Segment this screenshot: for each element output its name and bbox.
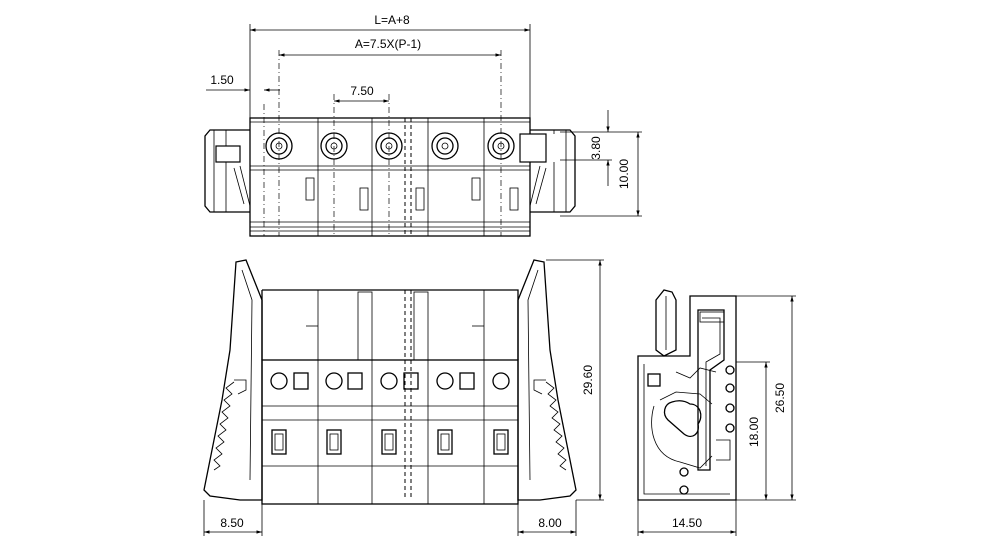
dim-right-flange: 8.00 [538,516,562,530]
side-view: 26.50 18.00 14.50 [637,289,796,536]
dim-side-width: 14.50 [672,516,702,530]
dim-screw-height: 3.80 [589,136,603,160]
dim-front-height: 29.60 [581,365,595,395]
dim-top-height: 10.00 [617,159,631,189]
dim-side-height-total: 26.50 [773,383,787,413]
dim-overall-length: L=A+8 [374,13,410,27]
top-view: L=A+8 A=7.5X(P-1) 1.50 7.50 3.80 10.00 [204,13,642,237]
dim-side-height-inner: 18.00 [747,417,761,447]
dim-end-offset: 1.50 [210,73,234,87]
screw-4 [431,132,459,160]
dim-left-flange: 8.50 [220,516,244,530]
front-view: 29.60 8.50 8.00 [203,259,604,536]
screw-row [265,132,515,160]
dim-pitch: 7.50 [350,84,374,98]
dim-pitch-formula: A=7.5X(P-1) [355,37,421,51]
